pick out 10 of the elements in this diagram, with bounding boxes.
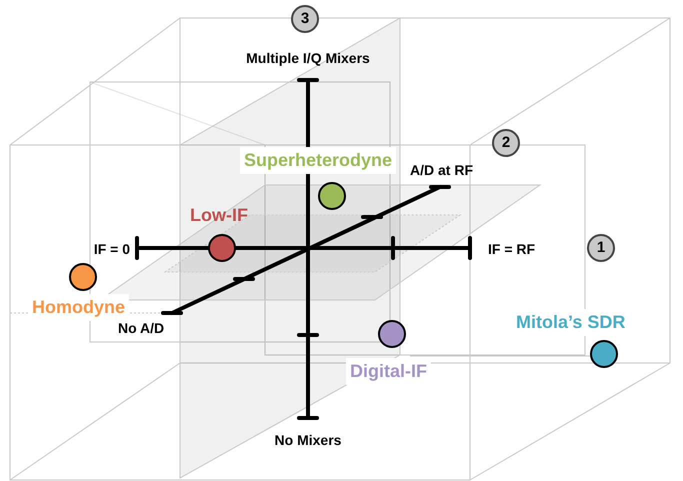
axis-label: A/D at RF: [410, 161, 474, 180]
dot-label: Homodyne: [28, 294, 130, 321]
axis-label: No A/D: [118, 319, 166, 338]
axis-label: No Mixers: [274, 431, 342, 450]
axis-label: IF = 0: [92, 240, 130, 259]
axis-label: Multiple I/Q Mixers: [245, 49, 371, 68]
dot-label: Low-IF: [189, 204, 249, 227]
dot-label: Superheterodyne: [240, 147, 396, 174]
dot-label: Digital-IF: [346, 358, 431, 385]
axis-label: IF = RF: [488, 240, 536, 259]
